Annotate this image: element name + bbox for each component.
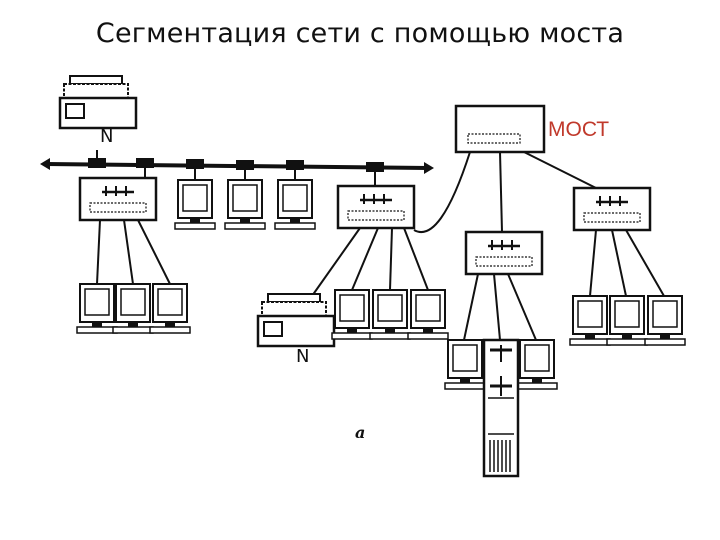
right-pc-2 (606, 295, 648, 346)
lower-pc-2 (516, 339, 558, 390)
bus-pc-3 (274, 179, 316, 230)
tower-server (482, 338, 520, 478)
bus-pc-2 (224, 179, 266, 230)
right-pc-3 (644, 295, 686, 346)
backbone-bus (40, 158, 434, 174)
bridge-device (454, 104, 546, 154)
server-left (58, 74, 138, 130)
hub-right (572, 186, 652, 232)
figure-label: a (355, 423, 366, 442)
center-server-letter: N (296, 346, 309, 367)
lower-pc-1 (444, 339, 486, 390)
left-pc-3 (149, 283, 191, 334)
center-server (256, 292, 336, 348)
center-pc-1 (331, 289, 373, 340)
hub-center (336, 184, 416, 230)
hub-lower-middle (464, 230, 544, 276)
bridge-label: МОСТ (548, 118, 610, 141)
server-left-letter: N (100, 126, 113, 147)
center-pc-2 (369, 289, 411, 340)
left-pc-1 (76, 283, 118, 334)
left-pc-2 (112, 283, 154, 334)
right-pc-1 (569, 295, 611, 346)
center-pc-3 (407, 289, 449, 340)
hub-left (78, 176, 158, 222)
slide-title: Сегментация сети с помощью моста (95, 18, 625, 49)
bus-pc-1 (174, 179, 216, 230)
